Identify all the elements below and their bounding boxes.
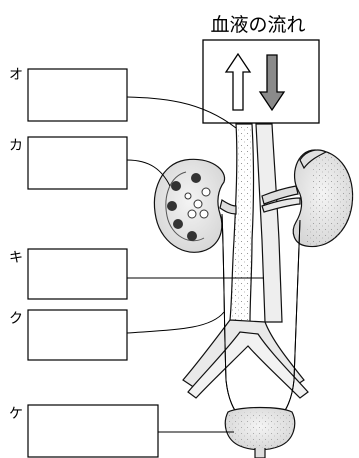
label-letter-ku: ク — [9, 311, 23, 327]
left-kidney — [154, 159, 224, 252]
answer-box-o[interactable] — [28, 69, 127, 121]
label-letter-ka: カ — [9, 138, 23, 154]
answer-box-ki[interactable] — [28, 249, 127, 299]
label-ku: ク — [9, 310, 127, 360]
label-letter-ki: キ — [9, 250, 23, 266]
right-kidney — [293, 150, 352, 247]
answer-box-ku[interactable] — [28, 310, 127, 360]
blood-flow-legend — [203, 40, 319, 123]
label-ka: カ — [9, 137, 127, 189]
bladder — [225, 408, 294, 458]
diagram-title: 血液の流れ — [210, 14, 305, 36]
label-ki: キ — [9, 249, 127, 299]
label-ke: ケ — [9, 405, 158, 457]
label-letter-ke: ケ — [9, 406, 23, 422]
label-o: オ — [9, 67, 127, 121]
label-letter-o: オ — [9, 67, 23, 83]
answer-box-ke[interactable] — [28, 405, 158, 457]
answer-box-ka[interactable] — [28, 137, 127, 189]
